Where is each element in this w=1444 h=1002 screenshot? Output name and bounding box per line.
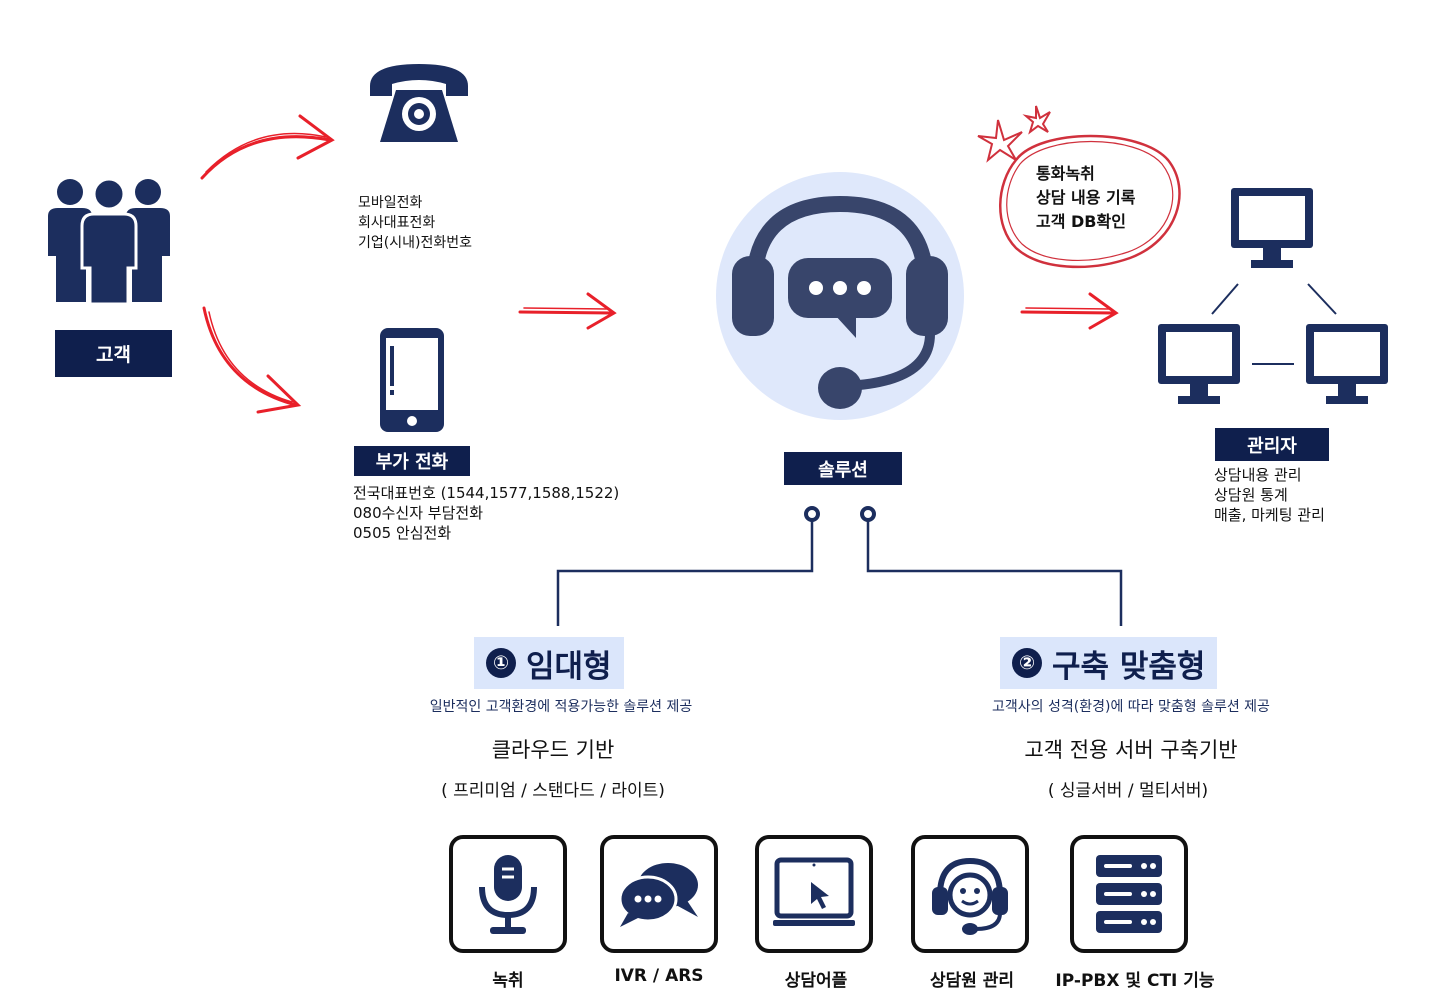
feature-ivr-label: IVR / ARS bbox=[614, 966, 704, 986]
feature-recording-label: 녹취 bbox=[492, 971, 524, 991]
feature-pbx-label: IP-PBX 및 CTI 기능 bbox=[1055, 971, 1215, 991]
feature-agent-box bbox=[911, 835, 1029, 953]
feature-ivr-box bbox=[600, 835, 718, 953]
feature-app-label: 상담어플 bbox=[784, 971, 848, 991]
rental-type-name: 임대형 bbox=[526, 648, 612, 685]
arrow-to-solution bbox=[518, 292, 617, 330]
custom-type-plans: ( 싱글서버 / 멀티서버) bbox=[1047, 781, 1209, 801]
rental-type-basis: 클라우드 기반 bbox=[491, 738, 615, 762]
phone-line-list: 모바일전화 회사대표전화 기업(시내)전화번호 bbox=[358, 193, 472, 253]
phone-line-item: 기업(시내)전화번호 bbox=[358, 235, 472, 251]
phone-line-item: 회사대표전화 bbox=[358, 215, 436, 231]
rental-type-plans: ( 프리미엄 / 스탠다드 / 라이트) bbox=[441, 781, 665, 801]
network-lines bbox=[1211, 283, 1337, 365]
callout-line: 상담 내용 기록 bbox=[1036, 188, 1136, 207]
star-doodles bbox=[977, 105, 1051, 163]
customer-label: 고객 bbox=[55, 330, 172, 377]
addon-label: 부가 전화 bbox=[354, 446, 470, 476]
callout-line: 통화녹취 bbox=[1036, 164, 1095, 183]
admin-line-item: 매출, 마케팅 관리 bbox=[1214, 506, 1325, 524]
admin-line-item: 상담내용 관리 bbox=[1214, 466, 1302, 484]
number-badge: ② bbox=[1012, 648, 1042, 678]
solution-label: 솔루션 bbox=[784, 452, 902, 485]
arrow-to-mobile bbox=[202, 306, 302, 414]
mobile-phone-icon bbox=[380, 328, 444, 432]
arrow-to-admin bbox=[1020, 292, 1119, 330]
rental-type-description: 일반적인 고객환경에 적용가능한 솔루션 제공 bbox=[429, 699, 693, 715]
headset-chat-icon bbox=[716, 172, 964, 420]
solution-connectors bbox=[556, 506, 1123, 626]
feature-recording-box bbox=[449, 835, 567, 953]
admin-line-item: 상담원 통계 bbox=[1214, 486, 1288, 504]
addon-line-item: 080수신자 부담전화 bbox=[353, 504, 483, 522]
callout-text: 통화녹취 상담 내용 기록 고객 DB확인 bbox=[1036, 162, 1135, 234]
feature-app-box bbox=[755, 835, 873, 953]
callout-line: 고객 DB확인 bbox=[1036, 212, 1126, 231]
custom-type-description: 고객사의 성격(환경)에 따라 맞춤형 솔루션 제공 bbox=[992, 699, 1270, 715]
monitor-icon bbox=[1158, 324, 1240, 404]
monitor-icon bbox=[1231, 188, 1313, 268]
agent-headset-icon bbox=[932, 857, 1008, 935]
addon-line-item: 전국대표번호 (1544,1577,1588,1522) bbox=[353, 484, 620, 502]
telephone-icon bbox=[370, 64, 468, 142]
arrow-to-telephone bbox=[200, 114, 335, 180]
callout-circle bbox=[999, 134, 1181, 269]
people-group-icon bbox=[48, 177, 170, 306]
custom-type-name: 구축 맞춤형 bbox=[1052, 648, 1206, 685]
addon-line-list: 전국대표번호 (1544,1577,1588,1522) 080수신자 부담전화… bbox=[353, 483, 619, 543]
chat-bubbles-icon bbox=[618, 863, 698, 927]
feature-pbx-box bbox=[1070, 835, 1188, 953]
custom-type-basis: 고객 전용 서버 구축기반 bbox=[1024, 738, 1238, 762]
monitor-icon bbox=[1306, 324, 1388, 404]
custom-type-title: ② 구축 맞춤형 bbox=[1000, 637, 1218, 689]
admin-label: 관리자 bbox=[1215, 428, 1329, 461]
feature-agent-label: 상담원 관리 bbox=[929, 971, 1015, 991]
number-badge: ① bbox=[486, 648, 516, 678]
admin-line-list: 상담내용 관리 상담원 통계 매출, 마케팅 관리 bbox=[1214, 465, 1325, 525]
rental-type-title: ① 임대형 bbox=[474, 637, 624, 689]
laptop-cursor-icon bbox=[773, 857, 855, 926]
phone-line-item: 모바일전화 bbox=[358, 195, 423, 211]
server-icon bbox=[1096, 855, 1162, 933]
addon-line-item: 0505 안심전화 bbox=[353, 524, 452, 542]
microphone-icon bbox=[479, 855, 537, 934]
